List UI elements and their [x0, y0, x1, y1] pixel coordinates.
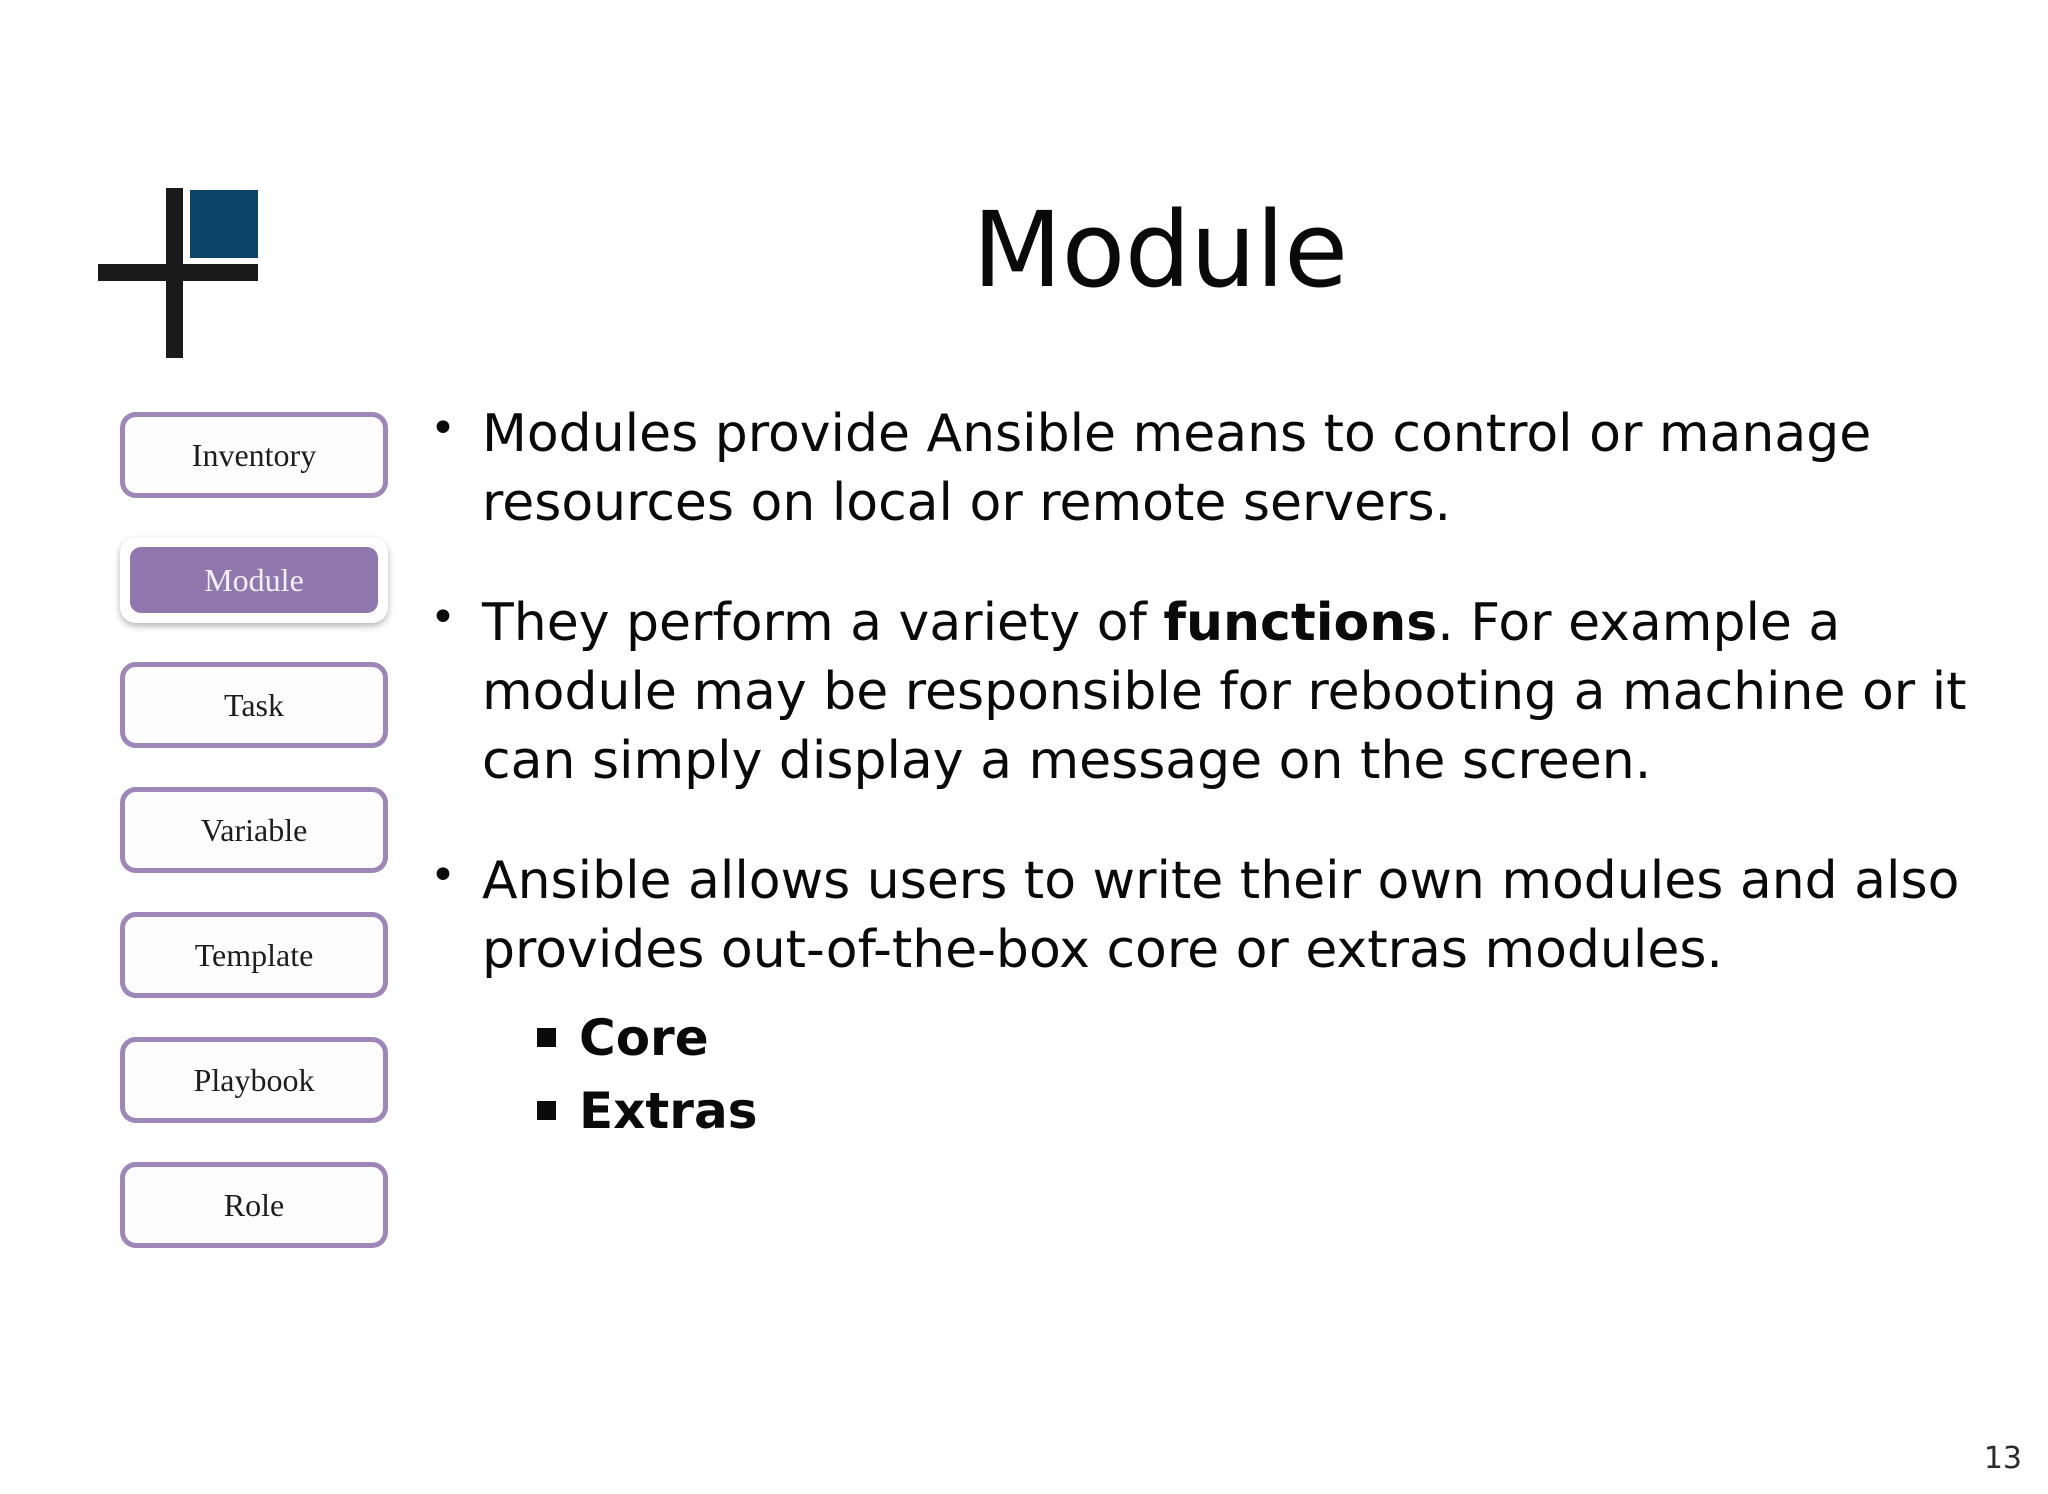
- bullet-text: Modules provide Ansible means to control…: [482, 400, 1970, 537]
- bullet-text-run: They perform a variety of: [482, 593, 1164, 654]
- bullet-dot-icon: •: [430, 592, 456, 644]
- sub-bullet-square-icon: [537, 1079, 579, 1121]
- sidebar-item-template[interactable]: Template: [120, 912, 388, 998]
- sub-bullet-text: Extras: [579, 1082, 758, 1141]
- main-content: • Modules provide Ansible means to contro…: [430, 400, 1970, 1152]
- page-title: Module: [972, 189, 1348, 311]
- sidebar-item-module[interactable]: Module: [120, 537, 388, 623]
- sidebar-item-label: Task: [224, 686, 284, 723]
- bullet-item: • Ansible allows users to write their own…: [430, 847, 1970, 984]
- sidebar-item-label: Playbook: [193, 1061, 315, 1098]
- sidebar-item-variable[interactable]: Variable: [120, 787, 388, 873]
- plus-square-logo-icon: [98, 188, 258, 358]
- bullet-text-emphasis: functions: [1163, 593, 1438, 654]
- logo-vertical-bar: [166, 188, 183, 358]
- sub-bullet-item: Extras: [537, 1079, 1970, 1144]
- page-number: 13: [1983, 1441, 2022, 1476]
- bullet-text-run: Modules provide Ansible means to control…: [482, 404, 1872, 533]
- bullet-text: Ansible allows users to write their own …: [482, 847, 1970, 984]
- sub-bullet-square-icon: [537, 1006, 579, 1048]
- logo-blue-square: [190, 190, 258, 258]
- sub-bullet-text: Core: [579, 1009, 709, 1068]
- bullet-text-run: . For example a module may be responsibl…: [482, 593, 1967, 791]
- bullet-text: They perform a variety of functions. For…: [482, 589, 1970, 795]
- sub-bullet-item: Core: [537, 1006, 1970, 1071]
- sidebar-item-label: Role: [223, 1186, 285, 1223]
- bullet-dot-icon: •: [430, 850, 456, 902]
- sidebar-item-playbook[interactable]: Playbook: [120, 1037, 388, 1123]
- sidebar-item-label: Template: [194, 936, 314, 973]
- sidebar-item-label: Variable: [200, 811, 308, 848]
- bullet-item: • Modules provide Ansible means to contro…: [430, 400, 1970, 537]
- bullet-text-run: Ansible allows users to write their own …: [482, 851, 1960, 980]
- sidebar-item-inventory[interactable]: Inventory: [120, 412, 388, 498]
- sidebar-item-task[interactable]: Task: [120, 662, 388, 748]
- bullet-dot-icon: •: [430, 403, 456, 454]
- bullet-item: • They perform a variety of functions. Fo…: [430, 589, 1970, 795]
- sidebar-item-role[interactable]: Role: [120, 1162, 388, 1248]
- sidebar-item-label: Inventory: [191, 436, 317, 473]
- sidebar-item-label: Module: [130, 547, 378, 613]
